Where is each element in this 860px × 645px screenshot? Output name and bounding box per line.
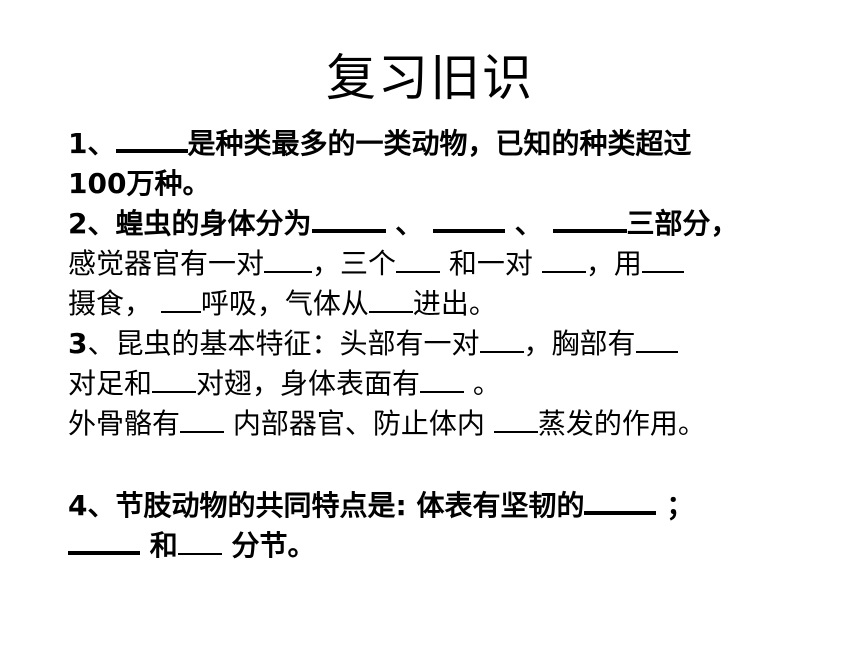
q2-text-b: 三部分，: [626, 207, 739, 240]
q3-separator: 、: [87, 327, 116, 360]
q2-text-g: 摄食，: [68, 287, 161, 320]
q1-text-a: 是种类最多的一类动物，已知的种类超过: [187, 127, 692, 160]
q4-text-d: 和: [140, 529, 178, 562]
q2-text-f: ，用: [585, 247, 642, 280]
q2-blank-5[interactable]: [396, 247, 441, 273]
q2-text-d: ，三个: [312, 247, 397, 280]
q3-blank-1[interactable]: [479, 327, 524, 353]
q2-blank-8[interactable]: [160, 287, 201, 313]
q3-line-3: 外骨骼有 内部器官、防止体内 蒸发的作用。: [68, 404, 848, 444]
q4-text-c: ；: [656, 489, 695, 522]
q3-blank-2[interactable]: [635, 327, 678, 353]
q3-text-d: 对翅，身体表面有: [196, 367, 421, 400]
q2-sep-a: 、: [385, 207, 434, 240]
q3-text-h: 蒸发的作用。: [537, 407, 706, 440]
q1-number-100: 100: [68, 167, 127, 200]
q3-text-e: 。: [464, 367, 501, 400]
q4-text-e: 分节。: [221, 529, 316, 562]
q4-separator: 、: [87, 489, 116, 522]
q4-line-2: 和 分节。: [68, 526, 848, 566]
q4-blank-1[interactable]: [584, 487, 657, 515]
q4-line-1: 4、节肢动物的共同特点是: 体表有坚韧的 ；: [68, 486, 848, 526]
q3-blank-5[interactable]: [180, 407, 225, 433]
q2-text-e: 和一对: [440, 247, 542, 280]
q2-line-3: 摄食， 呼吸，气体从 进出。: [68, 284, 848, 324]
q4-blank-2[interactable]: [68, 527, 140, 555]
spacer: [68, 444, 848, 486]
q4-colon: :: [395, 489, 407, 522]
q1-separator: 、: [87, 127, 116, 160]
q3-text-a: 昆虫的基本特征：头部有一对: [115, 327, 480, 360]
q2-text-i: 进出。: [412, 287, 497, 320]
q2-text-a: 蝗虫的身体分为: [115, 207, 312, 240]
q2-blank-1[interactable]: [311, 205, 386, 233]
q2-blank-2[interactable]: [433, 205, 506, 233]
q3-text-c: 对足和: [68, 367, 153, 400]
q2-blank-7[interactable]: [641, 247, 684, 273]
q2-number: 2: [68, 207, 88, 240]
q1-line-2: 100万种。: [68, 164, 848, 204]
q1-line-1: 1、 是种类最多的一类动物，已知的种类超过: [68, 124, 848, 164]
q3-line-1: 3、昆虫的基本特征：头部有一对 ，胸部有: [68, 324, 848, 364]
q3-line-2: 对足和 对翅，身体表面有 。: [68, 364, 848, 404]
q3-blank-4[interactable]: [420, 367, 465, 393]
q2-line-2: 感觉器官有一对 ，三个 和一对 ，用: [68, 244, 848, 284]
q2-sep-b: 、: [505, 207, 553, 240]
q2-line-1: 2、蝗虫的身体分为 、 、 三部分，: [68, 204, 848, 244]
q1-blank-1[interactable]: [115, 125, 188, 153]
q4-text-b: 体表有坚韧的: [406, 489, 585, 522]
q3-blank-3[interactable]: [152, 367, 197, 393]
q2-blank-6[interactable]: [541, 247, 586, 273]
q1-text-b: 万种。: [126, 167, 211, 200]
question-list: 1、是种类最多的一类动物，已知的种类超过 100万种。 2、蝗虫的身体分为 、 …: [68, 124, 848, 566]
q3-text-b: ，胸部有: [523, 327, 636, 360]
q2-blank-3[interactable]: [552, 205, 627, 233]
q2-blank-9[interactable]: [368, 287, 413, 313]
q2-text-c: 感觉器官有一对: [68, 247, 265, 280]
q3-text-g: 内部器官、防止体内: [224, 407, 494, 440]
q2-blank-4[interactable]: [264, 247, 313, 273]
q4-number: 4: [68, 489, 88, 522]
q3-number: 3: [68, 327, 88, 360]
q4-blank-3[interactable]: [177, 529, 222, 555]
q2-text-h: 呼吸，气体从: [200, 287, 369, 320]
q1-number: 1: [68, 127, 88, 160]
q4-text-a: 节肢动物的共同特点是: [115, 489, 396, 522]
q3-blank-6[interactable]: [493, 407, 538, 433]
q3-text-f: 外骨骼有: [68, 407, 181, 440]
slide-title: 复习旧识: [326, 49, 534, 107]
q2-separator: 、: [87, 207, 116, 240]
